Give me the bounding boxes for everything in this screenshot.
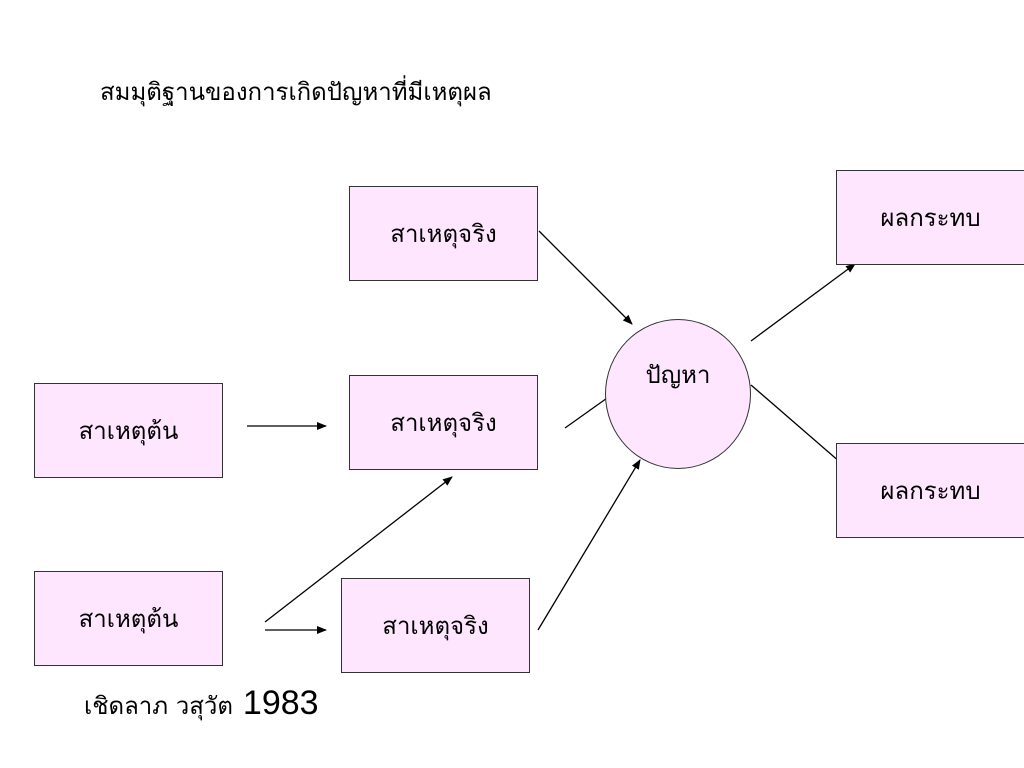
node-effect-2-label: ผลกระทบ <box>880 476 981 505</box>
node-effect-1: ผลกระทบ <box>836 170 1024 265</box>
node-root-cause-1: สาเหตุต้น <box>34 383 223 478</box>
citation: เชิดลาภ วสุวัต 1983 <box>84 684 319 725</box>
arrow-real3-to-problem <box>537 459 641 631</box>
citation-author: เชิดลาภ วสุวัต <box>84 692 233 720</box>
node-real-cause-2: สาเหตุจริง <box>349 375 538 470</box>
citation-year: 1983 <box>242 684 319 722</box>
node-effect-2: ผลกระทบ <box>836 443 1024 538</box>
node-root-cause-1-label: สาเหตุต้น <box>78 416 179 445</box>
node-real-cause-2-label: สาเหตุจริง <box>390 408 497 437</box>
arrow-problem-to-effect1 <box>750 263 856 342</box>
arrow-problem-to-effect2 <box>750 384 849 470</box>
node-real-cause-3: สาเหตุจริง <box>341 578 530 673</box>
node-real-cause-1: สาเหตุจริง <box>349 186 538 281</box>
node-problem-label: ปัญหา <box>645 361 711 389</box>
node-problem: ปัญหา <box>605 319 751 469</box>
node-effect-1-label: ผลกระทบ <box>880 203 981 232</box>
node-real-cause-3-label: สาเหตุจริง <box>382 611 489 640</box>
diagram-title: สมมุติฐานของการเกิดปัญหาที่มีเหตุผล <box>100 78 492 106</box>
node-real-cause-1-label: สาเหตุจริง <box>390 219 497 248</box>
node-root-cause-2: สาเหตุต้น <box>34 571 223 666</box>
arrow-real1-to-problem <box>538 230 633 325</box>
node-root-cause-2-label: สาเหตุต้น <box>78 604 179 633</box>
